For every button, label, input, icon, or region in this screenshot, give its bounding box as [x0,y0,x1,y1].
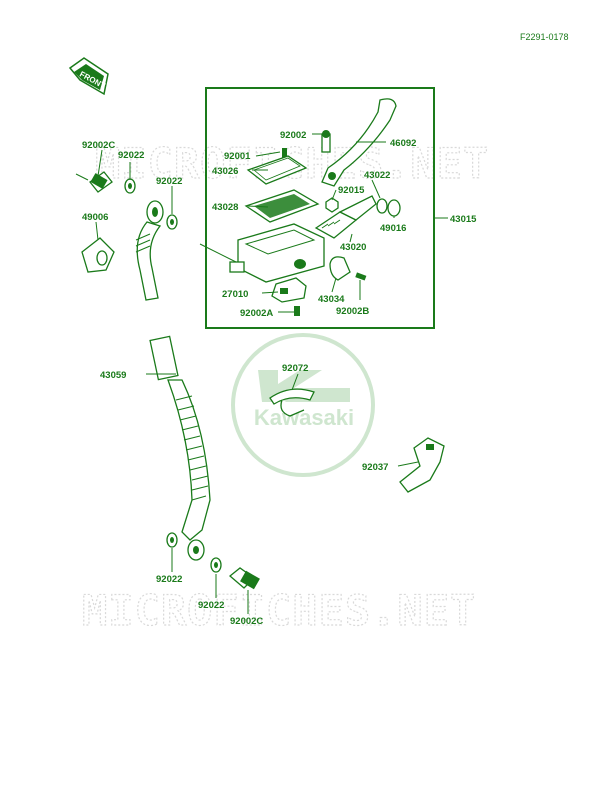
lever-nut [325,197,339,213]
dust-boot [376,198,388,214]
logo-wordmark: Kawasaki [254,405,354,430]
kawasaki-logo: Kawasaki [231,333,375,477]
part-labels: 92002C 92022 92022 49006 43059 92022 920… [82,130,477,627]
watermark-bottom: MICROFICHES.NET [82,586,476,635]
clamp-bolt [355,272,367,281]
label-92015: 92015 [338,185,365,196]
label-49006: 49006 [82,212,108,223]
label-92002c-bottom: 92002C [230,616,263,627]
label-92072: 92072 [282,363,308,374]
upper-hose [135,200,164,301]
cap-screw [282,148,287,160]
hose-clamp [399,437,445,493]
switch-screw [294,306,300,316]
brake-light-switch [271,277,307,303]
label-92002b: 92002B [336,306,369,317]
label-92022-bottom-mid: 92022 [198,600,224,611]
pivot-collar [387,199,401,217]
banjo-bolt-top [75,171,113,193]
label-46092: 46092 [390,138,416,149]
label-92001: 92001 [224,151,251,162]
banjo-bolt-bottom [228,567,260,590]
hose-band [269,388,315,417]
label-92037: 92037 [362,462,388,473]
cap-49006 [81,237,115,273]
label-43020: 43020 [340,242,366,253]
label-92022-a: 92022 [118,150,144,161]
label-27010: 27010 [222,289,248,300]
label-49016: 49016 [380,223,406,234]
clamp-holder [329,256,351,281]
label-92022-b: 92022 [156,176,182,187]
label-92002c-top: 92002C [82,140,115,151]
piston-assembly [314,195,377,239]
label-92002a: 92002A [240,308,273,319]
label-92002: 92002 [280,130,306,141]
diagram-code: F2291-0178 [520,32,569,42]
label-43015: 43015 [450,214,477,225]
pivot-bolt [321,130,331,153]
label-43028: 43028 [212,202,238,213]
master-cylinder-assembly-box [205,87,435,329]
brake-hose [149,335,211,561]
label-43034: 43034 [318,294,345,305]
leader-lines [95,133,448,614]
label-43059: 43059 [100,370,126,381]
label-92022-bottom-left: 92022 [156,574,182,585]
label-43022: 43022 [364,170,390,181]
master-cylinder-body [229,223,325,283]
front-arrow-icon: FRONT [68,57,109,96]
label-43026: 43026 [212,166,238,177]
